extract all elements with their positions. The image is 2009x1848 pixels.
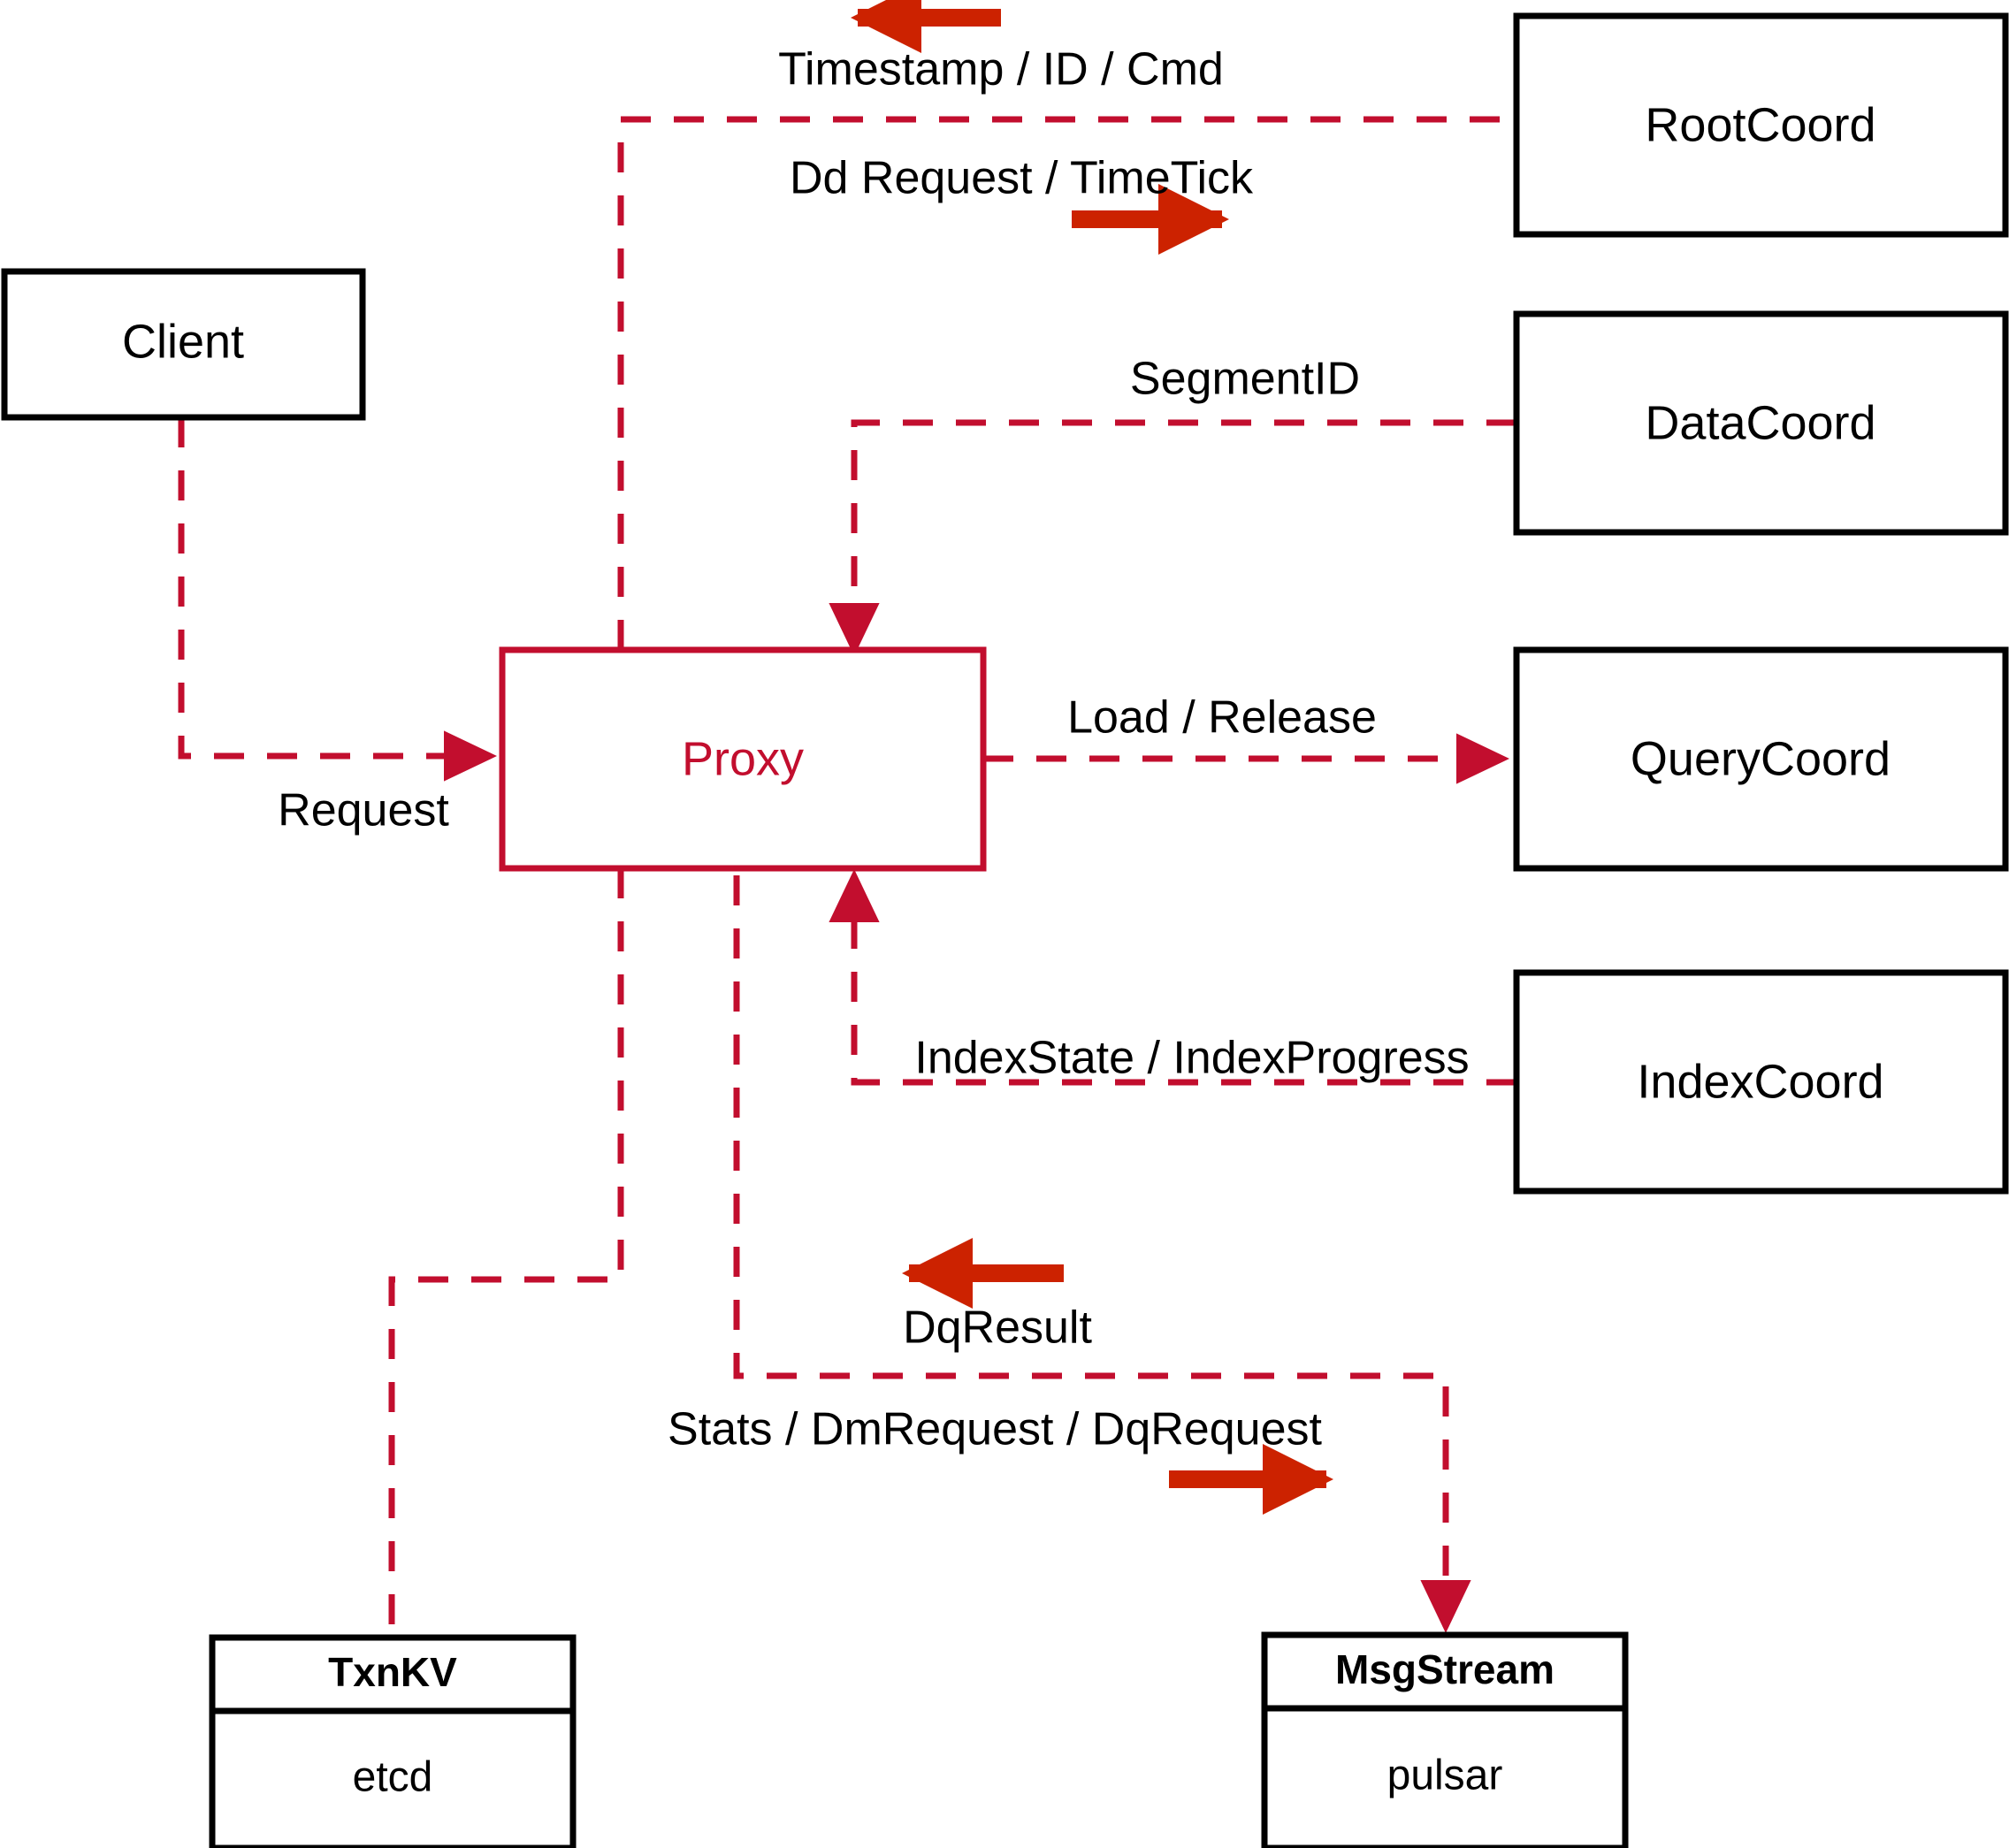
node-proxy[interactable]: Proxy xyxy=(499,646,987,872)
edge-client-proxy xyxy=(178,417,498,782)
edge-label-stats-dmrequest-dqrequest: Stats / DmRequest / DqRequest xyxy=(668,1404,1322,1455)
node-txnkv[interactable]: TxnKV etcd xyxy=(209,1634,577,1848)
edge-label-indexstate-indexprogress: IndexState / IndexProgress xyxy=(914,1033,1469,1084)
node-query-coord[interactable]: QueryCoord xyxy=(1513,646,2009,872)
node-msgstream-impl: pulsar xyxy=(1387,1753,1503,1799)
node-query-coord-label: QueryCoord xyxy=(1631,732,1891,785)
edge-label-request: Request xyxy=(278,785,449,836)
node-txnkv-label: TxnKV xyxy=(328,1649,457,1695)
edge-proxy-msgstream xyxy=(733,875,1471,1634)
node-client[interactable]: Client xyxy=(1,268,366,421)
node-proxy-label: Proxy xyxy=(682,732,804,785)
edge-label-dd-request-timetick: Dd Request / TimeTick xyxy=(790,153,1254,204)
node-root-coord[interactable]: RootCoord xyxy=(1513,12,2009,238)
node-msgstream[interactable]: MsgStream pulsar xyxy=(1261,1631,1629,1848)
node-msgstream-label: MsgStream xyxy=(1335,1646,1554,1692)
edge-label-load-release: Load / Release xyxy=(1067,692,1377,744)
node-index-coord-label: IndexCoord xyxy=(1637,1055,1883,1108)
node-data-coord[interactable]: DataCoord xyxy=(1513,310,2009,536)
node-root-coord-label: RootCoord xyxy=(1645,98,1875,151)
edge-label-segmentid: SegmentID xyxy=(1130,354,1360,405)
edge-rootcoord-proxy xyxy=(595,116,1503,698)
node-index-coord[interactable]: IndexCoord xyxy=(1513,969,2009,1195)
edge-proxy-txnkv xyxy=(388,868,624,1638)
node-client-label: Client xyxy=(122,315,244,368)
edge-indexcoord-proxy xyxy=(829,868,1516,1086)
edge-label-timestamp-id-cmd: Timestamp / ID / Cmd xyxy=(778,44,1224,95)
edge-label-dqresult: DqResult xyxy=(903,1302,1092,1354)
node-data-coord-label: DataCoord xyxy=(1645,396,1875,449)
node-txnkv-impl: etcd xyxy=(353,1754,433,1801)
edge-datacoord-proxy xyxy=(829,419,1516,657)
